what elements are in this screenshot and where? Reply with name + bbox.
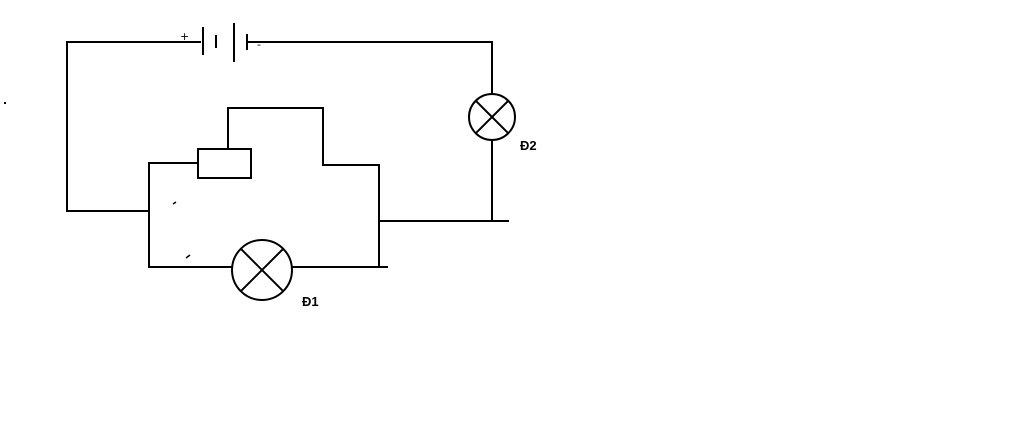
lamp-icon: [231, 239, 293, 301]
lamp-d2-label: Đ2: [520, 138, 537, 153]
wire-top-left: [66, 41, 201, 212]
wire-top-right: [246, 41, 493, 95]
battery-positive-sign: +: [180, 30, 189, 43]
stray-dot: [4, 102, 6, 104]
lamp-icon: [468, 93, 516, 141]
lamp-d1-label: Đ1: [302, 294, 319, 309]
stray-mark: [172, 201, 177, 205]
battery-icon: [202, 23, 248, 62]
battery-negative-sign: -: [257, 38, 261, 51]
resistor-icon: [197, 107, 252, 179]
stray-mark: [185, 254, 191, 259]
wire-upper-branch-loop: [227, 107, 380, 166]
